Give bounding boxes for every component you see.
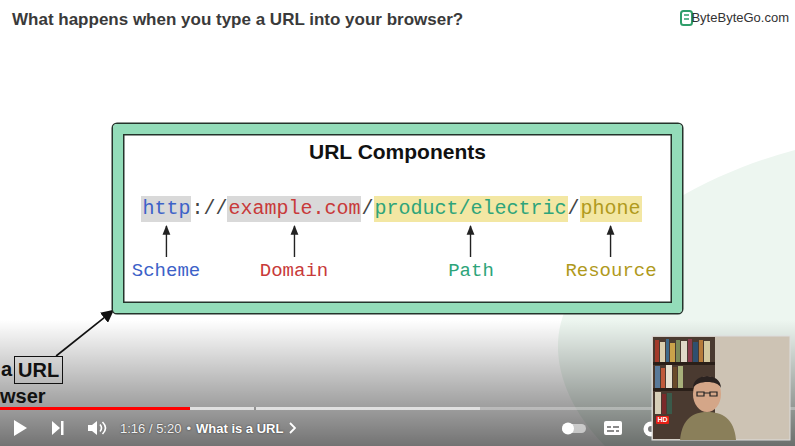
volume-icon: [88, 421, 97, 435]
player-shade: [0, 320, 795, 446]
leader-arrow: [166, 226, 167, 257]
component-name: Domain: [260, 260, 328, 282]
chevron-icon: [288, 422, 296, 434]
subtitles-icon: [607, 427, 619, 431]
separator-dot: •: [186, 421, 191, 436]
caption-fragment: wser: [0, 384, 46, 408]
component-frame: URL Components http example.com product/ele…: [113, 124, 682, 313]
frame-title: URL Components: [123, 140, 672, 164]
leader-arrow: [610, 226, 611, 257]
autoplay-toggle: [562, 423, 574, 435]
volume-icon: [100, 422, 106, 434]
brand-icon: [681, 11, 692, 25]
subtitles-icon: [604, 421, 622, 435]
page-title: What happens when you type a URL into yo…: [12, 10, 463, 30]
resource-segment: phone: [580, 196, 642, 222]
leader-arrow: [294, 226, 295, 257]
play-icon: [14, 420, 27, 436]
connector-arrow: [56, 311, 113, 356]
caption-fragment: a: [1, 357, 12, 381]
node-text: http: [142, 197, 190, 220]
domain-segment: example.com: [227, 196, 361, 222]
player-info: 1:16 / 5:20 • What is a URL: [120, 420, 296, 436]
leader-arrow: [470, 226, 471, 257]
component-name: Resource: [565, 260, 656, 282]
url-separator: /: [568, 196, 580, 222]
node-text: example.com: [228, 197, 360, 220]
hd-badge: HD: [656, 416, 669, 424]
video-time: 1:16 / 5:20: [120, 421, 181, 436]
node-text: phone: [581, 197, 641, 220]
component-name: Path: [448, 260, 494, 282]
next-icon: [52, 421, 60, 435]
path-segment: product/electric: [374, 196, 568, 222]
component-name: Scheme: [132, 260, 200, 282]
url-separator: /: [361, 196, 373, 222]
frame-ground: [113, 124, 682, 313]
url-separator: ://: [191, 196, 227, 222]
webcam-inset: [652, 336, 790, 440]
scheme-segment: http: [141, 196, 191, 222]
brand-name: ByteByteGo.com: [691, 10, 789, 25]
next-icon: [61, 421, 64, 435]
node-text: URL: [18, 359, 59, 381]
chapter-title: What is a URL: [196, 421, 283, 436]
url-highlight-box: URL: [14, 356, 63, 384]
node-text: product/electric: [375, 197, 567, 220]
